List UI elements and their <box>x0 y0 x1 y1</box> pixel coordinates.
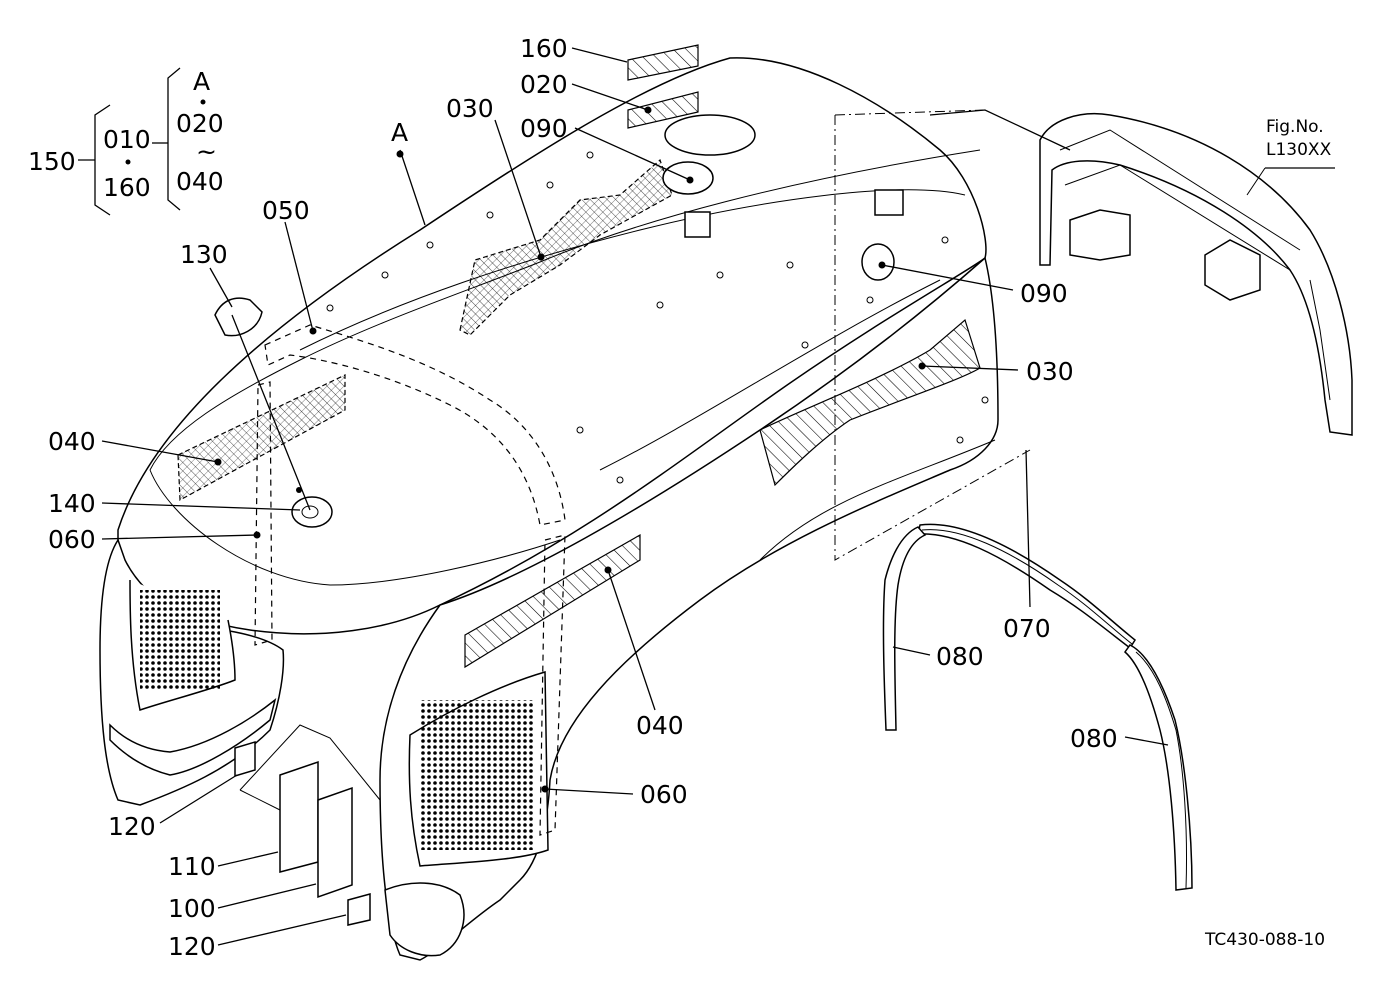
label-assembly-tilde: ~ <box>196 137 217 166</box>
cushion-120-lower <box>347 893 371 926</box>
labels: 150 010 160 A 020 ~ 040 A 160 020 090 03… <box>28 34 1332 961</box>
cushion-100 <box>317 786 353 899</box>
callout-070: 070 <box>1003 614 1051 643</box>
cushion-110 <box>279 760 319 873</box>
sticker-040-left <box>177 374 346 501</box>
bonnet-assembly <box>99 44 1031 961</box>
callout-120-upper: 120 <box>108 812 156 841</box>
callout-a: A <box>391 118 408 147</box>
callout-050: 050 <box>262 196 310 225</box>
callout-120-lower: 120 <box>168 932 216 961</box>
callout-020: 020 <box>520 70 568 99</box>
callout-030-right: 030 <box>1026 357 1074 386</box>
grommet-140 <box>291 496 333 528</box>
callout-030-top: 030 <box>446 94 494 123</box>
callout-090-right: 090 <box>1020 279 1068 308</box>
callout-060-left: 060 <box>48 525 96 554</box>
side-mesh <box>420 700 535 850</box>
strip-080-upper <box>882 526 927 731</box>
shell-holes <box>326 151 989 484</box>
sticker-160 <box>627 44 699 81</box>
figure-ref-code: L130XX <box>1266 140 1332 160</box>
callout-080-lower: 080 <box>1070 724 1118 753</box>
label-assembly-040: 040 <box>176 167 224 196</box>
strip-060-mid <box>539 534 566 836</box>
label-assembly-010: 010 <box>103 125 151 154</box>
drawing-code: TC430-088-10 <box>1204 930 1325 950</box>
sticker-020 <box>627 91 699 129</box>
strip-060-left <box>254 381 273 646</box>
weatherstrips <box>882 523 1193 891</box>
label-assembly-150: 150 <box>28 147 76 176</box>
callout-090-top: 090 <box>520 114 568 143</box>
bonnet-top-shell <box>117 57 987 635</box>
rear-frame-detail <box>1039 113 1353 436</box>
leader-lines <box>101 47 1335 946</box>
assembly-bracket <box>78 67 206 216</box>
sticker-040-mid <box>464 533 641 669</box>
strip-080-lower <box>1123 644 1193 891</box>
inner-frame-050 <box>264 324 566 526</box>
label-assembly-a: A <box>193 67 210 96</box>
callout-040-mid: 040 <box>636 711 684 740</box>
knob-130 <box>214 297 263 337</box>
cushion-120-upper <box>234 740 256 778</box>
callout-100: 100 <box>168 894 216 923</box>
figure-ref-label: Fig.No. <box>1266 117 1324 137</box>
callout-040-left: 040 <box>48 427 96 456</box>
front-mesh <box>140 590 220 690</box>
label-assembly-020: 020 <box>176 109 224 138</box>
callout-130: 130 <box>180 240 228 269</box>
callout-160: 160 <box>520 34 568 63</box>
callout-140: 140 <box>48 489 96 518</box>
callout-060-mid: 060 <box>640 780 688 809</box>
hood-opening <box>664 114 756 156</box>
label-assembly-160: 160 <box>103 173 151 202</box>
bolt-seat-right <box>861 243 895 281</box>
callout-080-upper: 080 <box>936 642 984 671</box>
callout-110: 110 <box>168 852 216 881</box>
